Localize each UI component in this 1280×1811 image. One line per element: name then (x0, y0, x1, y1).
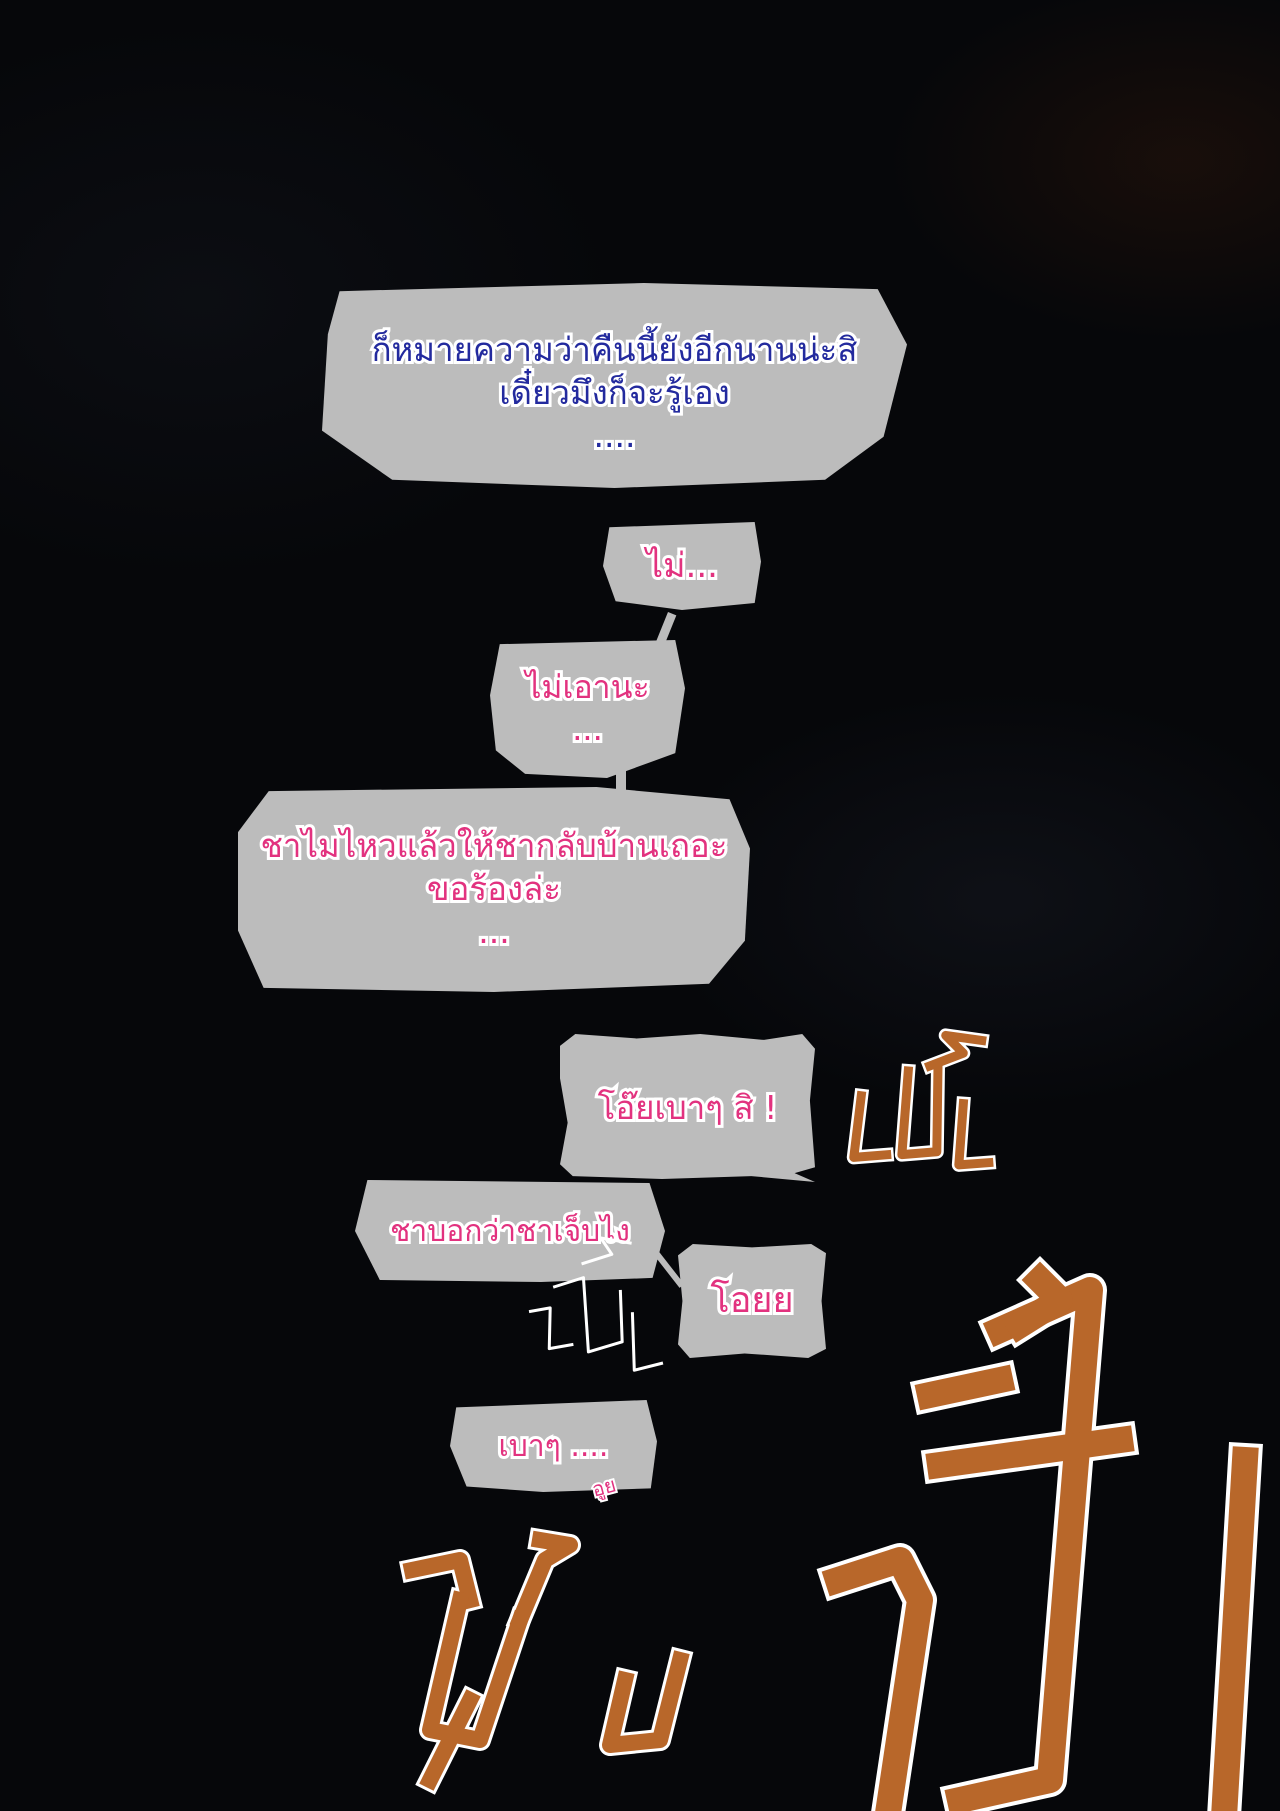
bubble-text-line: ชาไมไหวแล้วให้ชากลับบ้านเถอะ (258, 823, 731, 868)
bubble-text-line: ก็หมายความว่าคืนนี้ยังอีกนานน่ะสิ (369, 327, 861, 372)
bubble-text-line: ... (569, 707, 605, 751)
sfx-lettering (816, 1255, 1263, 1811)
bubble-text-line: เบาๆ .... (496, 1426, 612, 1467)
speech-bubble: โอ๊ยเบาๆ สิ ! (560, 1034, 815, 1182)
speech-bubble: ก็หมายความว่าคืนนี้ยังอีกนานน่ะสิ เดี๋ยว… (322, 283, 907, 488)
bubble-text-line: ไม่เอานะ (522, 665, 652, 709)
bubble-text-line: ชาบอกว่าชาเจ็บไง (387, 1211, 633, 1252)
bubble-text-line: .... (591, 413, 639, 458)
speech-bubble: ชาบอกว่าชาเจ็บไง (355, 1180, 665, 1282)
sfx-lettering (846, 1028, 997, 1172)
bubble-text-line: โอยย (707, 1277, 796, 1324)
bubble-text-line: ไม่... (643, 543, 721, 589)
sfx-lettering (528, 1236, 664, 1372)
bubble-connector (616, 768, 626, 796)
sfx-lettering (398, 1527, 694, 1795)
speech-bubble: ไม่เอานะ ... (490, 640, 685, 778)
speech-bubble: ไม่... (603, 522, 761, 610)
bubble-text-line: ... (475, 909, 513, 954)
speech-bubble: ชาไมไหวแล้วให้ชากลับบ้านเถอะ ขอร้องล่ะ .… (238, 787, 750, 992)
speech-bubble: เบาๆ .... (450, 1400, 657, 1492)
bubble-text-line: โอ๊ยเบาๆ สิ ! (595, 1085, 781, 1130)
bubble-text-line: เดี๋ยวมึงก็จะรู้เอง (496, 370, 732, 415)
speech-bubble: โอยย (678, 1244, 826, 1358)
bubble-text-line: ขอร้องล่ะ (424, 866, 564, 911)
